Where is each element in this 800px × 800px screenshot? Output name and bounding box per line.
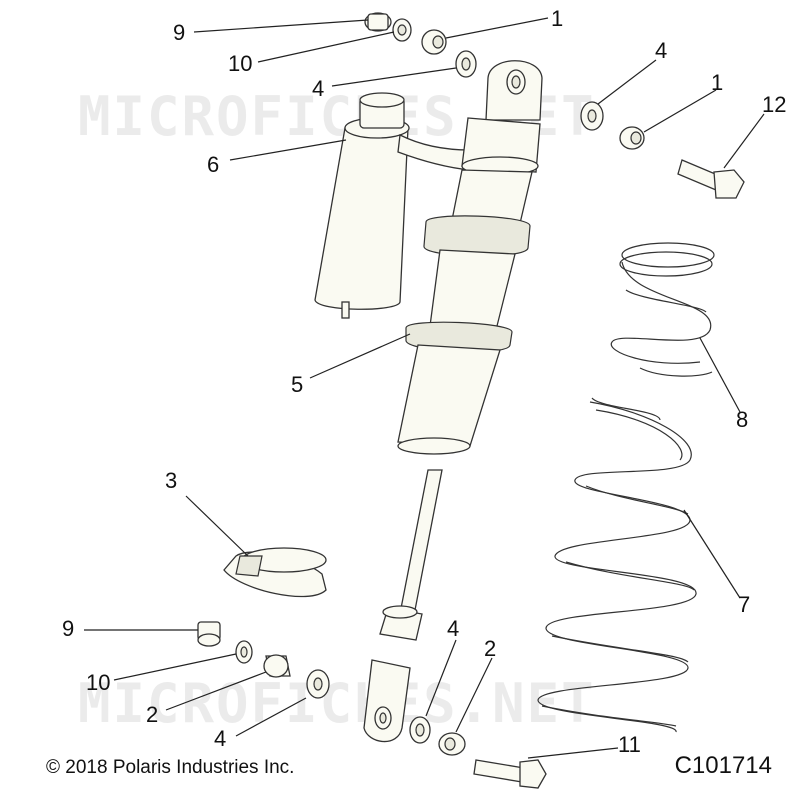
callout-2-right: 2 (484, 636, 496, 661)
shock-absorber (314, 60, 543, 743)
spacer-2-right (438, 732, 466, 756)
watermark-bottom: MICROFICHES.NET (78, 672, 596, 735)
callout-9-bottom: 9 (62, 616, 74, 641)
diagram-id: C101714 (674, 752, 772, 779)
callout-4-top: 4 (312, 76, 324, 101)
callout-4-bottom-left: 4 (214, 726, 226, 751)
callout-4-bottom-right: 4 (447, 616, 459, 641)
callout-9-top: 9 (173, 20, 185, 45)
callout-8: 8 (736, 407, 748, 432)
callout-10-top: 10 (228, 51, 252, 76)
bushing-9-bottom (197, 621, 221, 647)
spacer-1-right (619, 126, 645, 150)
callout-11: 11 (618, 732, 641, 757)
callout-4-right: 4 (655, 38, 667, 63)
spring-upper (610, 242, 715, 377)
bump-stop-3 (223, 547, 327, 598)
spacer-2-left (263, 654, 291, 678)
callout-3: 3 (165, 468, 177, 493)
callout-1-right: 1 (711, 70, 723, 95)
bolt-12 (677, 159, 745, 199)
callout-1-top: 1 (551, 6, 563, 31)
callout-6: 6 (207, 152, 219, 177)
spring-lower (537, 397, 697, 733)
callout-10-bottom: 10 (86, 670, 110, 695)
bolt-11 (473, 759, 547, 789)
callout-12: 12 (762, 92, 786, 117)
callout-5: 5 (291, 372, 303, 397)
spacer-1-top (421, 29, 447, 55)
callout-2-left: 2 (146, 702, 158, 727)
copyright-text: © 2018 Polaris Industries Inc. (46, 757, 295, 778)
callout-7: 7 (738, 592, 750, 617)
bushing-9-top (364, 12, 392, 32)
